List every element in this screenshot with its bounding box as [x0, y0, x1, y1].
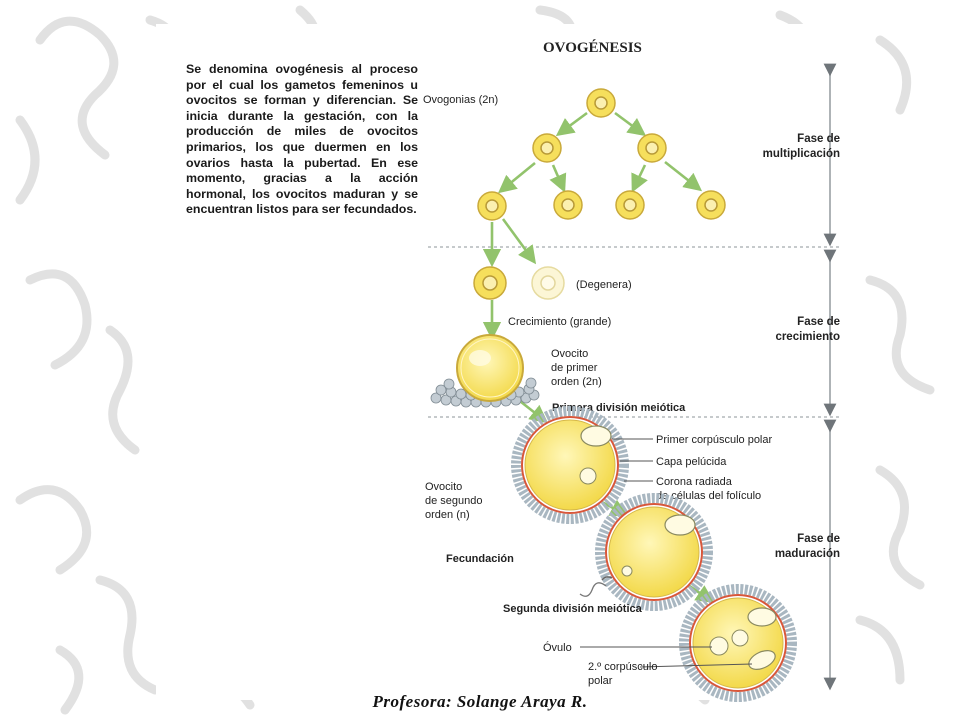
label-ovulo: Óvulo — [543, 641, 572, 654]
cell-growing — [473, 266, 507, 300]
label-degenera: (Degenera) — [576, 279, 632, 291]
label-ovocito2-line1: Ovocito — [425, 481, 462, 493]
cell-degenerating — [531, 266, 565, 300]
label-ovogonias: Ovogonias (2n) — [423, 94, 498, 106]
footer-teacher: Profesora: Solange Araya R. — [372, 692, 588, 711]
phase-maduracion-line2: maduración — [775, 548, 840, 560]
label-ovocito1-line1: Ovocito — [551, 348, 588, 360]
label-capa-pelucida: Capa pelúcida — [656, 456, 727, 468]
cell-ovogonia-1 — [586, 88, 616, 118]
phase-separators — [428, 246, 842, 418]
arrow-heads-large — [484, 324, 500, 338]
phase-multiplicacion-line2: multiplicación — [763, 148, 840, 160]
phase-crecimiento-line2: crecimiento — [775, 331, 840, 343]
ovum — [679, 584, 797, 702]
cell-ovogonia-2 — [532, 133, 562, 163]
cell-ovogonia-6 — [615, 190, 645, 220]
cell-ovogonia-5 — [553, 190, 583, 220]
label-corona-line2: de células del folículo — [656, 490, 761, 502]
label-ovocito1-line2: de primer — [551, 362, 598, 374]
label-corpusculo2-line2: polar — [588, 675, 613, 687]
pointer-lines-ovum — [580, 646, 753, 668]
label-corpusculo2-line1: 2.º corpúsculo — [588, 661, 657, 673]
label-ovocito2-line3: orden (n) — [425, 509, 470, 521]
label-primer-corpusculo: Primer corpúsculo polar — [656, 434, 772, 446]
intro-paragraph: Se denomina ovogénesis al proceso por el… — [186, 62, 418, 217]
ovogonia-cells — [477, 88, 726, 221]
phase-multiplicacion-line1: Fase de — [797, 133, 840, 145]
pointer-lines-secondary — [612, 438, 653, 482]
phase-maduracion-line1: Fase de — [797, 533, 840, 545]
label-corona-line1: Corona radiada — [656, 476, 733, 488]
label-ovocito1-line3: orden (2n) — [551, 376, 602, 388]
primary-oocyte — [430, 334, 540, 408]
secondary-oocyte — [511, 406, 629, 524]
label-segunda-division: Segunda división meiótica — [503, 603, 643, 615]
cell-ovogonia-3 — [637, 133, 667, 163]
label-primera-division: Primera división meiótica — [552, 402, 686, 414]
label-fecundacion: Fecundación — [446, 553, 514, 565]
diagram-title: OVOGÉNESIS — [543, 39, 642, 56]
cell-ovogonia-7 — [696, 190, 726, 220]
cell-ovogonia-4 — [477, 191, 507, 221]
label-ovocito2-line2: de segundo — [425, 495, 483, 507]
fertilization-oocyte — [579, 493, 713, 611]
phase-crecimiento-line1: Fase de — [797, 316, 840, 328]
label-crecimiento: Crecimiento (grande) — [508, 316, 611, 328]
